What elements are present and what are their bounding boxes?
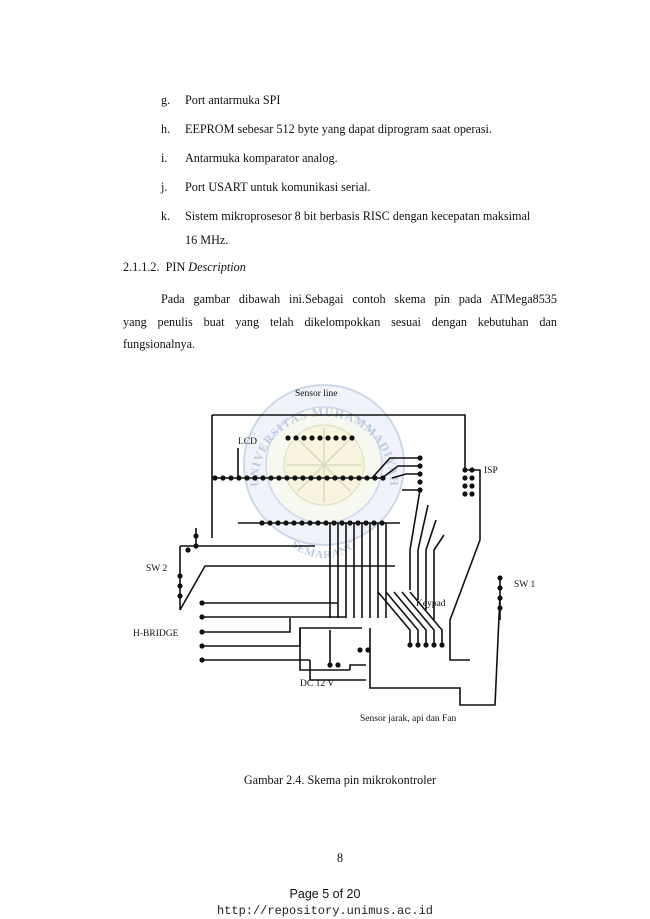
list-text: Port USART untuk komunikasi serial. (185, 180, 371, 194)
lcd-pin-row-top (285, 435, 355, 441)
label-keypad: Keypad (416, 599, 446, 609)
schematic-diagram: UNIVERSITAS MUHAMMADIYAH SEMARANG (177, 384, 503, 706)
list-text: Antarmuka komparator analog. (185, 151, 338, 165)
university-seal-watermark: UNIVERSITAS MUHAMMADIYAH SEMARANG (243, 384, 405, 561)
label-sw1: SW 1 (514, 580, 536, 590)
pin-connectors (177, 435, 503, 668)
figure: UNIVERSITAS MUHAMMADIYAH SEMARANG (120, 370, 550, 740)
section-number: 2.1.1.2. (123, 260, 160, 274)
isp-header (417, 455, 475, 497)
traces (179, 414, 501, 706)
hbridge-header (199, 600, 205, 663)
page-number: 8 (336, 851, 344, 865)
list-item-k-continuation: 16 MHz. (185, 232, 228, 248)
ic-pin-row-bottom (259, 520, 385, 526)
section-heading: 2.1.1.2. PIN Description (123, 260, 246, 275)
footer-page-indicator: Page 5 of 20 (289, 887, 361, 901)
keypad-header (407, 642, 445, 648)
footer-url: http://repository.unimus.ac.id (216, 904, 434, 918)
label-hbridge: H-BRIDGE (133, 629, 179, 639)
paragraph-line: yang penulis buat yang telah dikelompokk… (123, 314, 557, 329)
paragraph: Pada gambar dibawah ini.Sebagai contoh s… (123, 288, 557, 356)
label-dc12v: DC 12 V (300, 679, 335, 689)
figure-caption: Gambar 2.4. Skema pin mikrokontroler (243, 773, 437, 787)
list-text: EEPROM sebesar 512 byte yang dapat dipro… (185, 122, 492, 136)
sw2-switch (177, 533, 199, 599)
label-sensor-line: Sensor line (295, 389, 338, 399)
list-marker: h. (161, 122, 171, 136)
list-marker: g. (161, 93, 171, 107)
list-text: Sistem mikroprosesor 8 bit berbasis RISC… (185, 209, 531, 223)
list-text: Port antarmuka SPI (185, 93, 281, 107)
list-text: 16 MHz. (185, 233, 229, 247)
dc12v-connector (327, 647, 371, 668)
lcd-pin-row (212, 475, 386, 481)
label-isp: ISP (484, 466, 498, 476)
label-sw2: SW 2 (146, 564, 168, 574)
label-sensor-jarak: Sensor jarak, api dan Fan (360, 714, 457, 724)
sw1-switch (497, 575, 503, 611)
paragraph-line: fungsionalnya. (123, 337, 196, 351)
section-title-plain: PIN (165, 260, 186, 274)
list-marker: j. (161, 180, 168, 194)
section-title-italic: Description (188, 260, 246, 274)
list-marker: k. (161, 209, 171, 223)
list-marker: i. (161, 151, 168, 165)
label-lcd: LCD (238, 437, 257, 447)
paragraph-line: Pada gambar dibawah ini.Sebagai contoh s… (161, 292, 557, 306)
